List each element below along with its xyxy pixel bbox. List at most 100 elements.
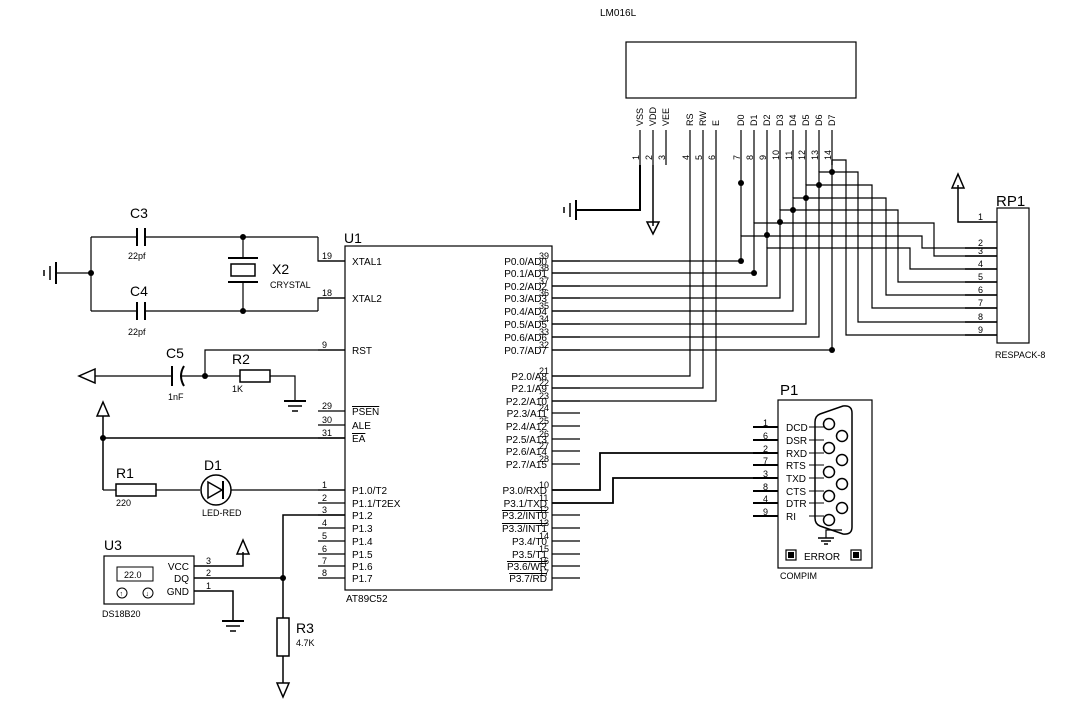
svg-text:↓: ↓ bbox=[146, 591, 150, 598]
mcu-pin-number: 30 bbox=[322, 415, 332, 425]
p1-pin-number: 1 bbox=[763, 418, 768, 428]
mcu-pin-name: P2.2/A10 bbox=[506, 397, 548, 408]
p1-pin-number: 4 bbox=[763, 494, 768, 504]
mcu-pin-number: 29 bbox=[322, 401, 332, 411]
db9-pin bbox=[822, 441, 836, 455]
mcu-pin-name: P0.6/AD6 bbox=[504, 333, 547, 344]
p1-pin-number: 2 bbox=[763, 444, 768, 454]
mcu-pin-name: P0.3/AD3 bbox=[504, 294, 547, 305]
lcd-control-wiring bbox=[552, 165, 717, 402]
u3-display: 22.0 bbox=[124, 570, 142, 580]
rp1-pin-number: 3 bbox=[978, 246, 983, 256]
lcd-pin-name: RS bbox=[685, 113, 695, 126]
mcu-pin-name: P2.4/A12 bbox=[506, 422, 548, 433]
mcu-pin-number: 13 bbox=[539, 518, 549, 528]
mcu-pin-number: 24 bbox=[539, 403, 549, 413]
rp1-pin-number: 6 bbox=[978, 285, 983, 295]
p1-pin-number: 6 bbox=[763, 431, 768, 441]
lcd-display-body bbox=[625, 41, 857, 99]
mcu-pin-number: 9 bbox=[322, 340, 327, 350]
mcu-body bbox=[344, 245, 553, 591]
mcu-pin-name: P1.7 bbox=[352, 574, 373, 585]
u3-ref: U3 bbox=[104, 537, 122, 553]
p1-pin-name: RTS bbox=[786, 461, 806, 472]
r3-ref: R3 bbox=[296, 620, 314, 636]
lcd-pin-name: D7 bbox=[827, 114, 837, 126]
lcd-pin-number: 5 bbox=[694, 155, 704, 160]
p1-pin-number: 3 bbox=[763, 469, 768, 479]
mcu-pin-number: 16 bbox=[539, 556, 549, 566]
mcu-pin-number: 33 bbox=[539, 327, 549, 337]
db9-pin bbox=[822, 513, 836, 527]
mcu-pin-number: 39 bbox=[539, 251, 549, 261]
mcu-pin-number: 17 bbox=[539, 568, 549, 578]
mcu-pin-number: 3 bbox=[322, 505, 327, 515]
mcu-pin-number: 27 bbox=[539, 441, 549, 451]
c4-value: 22pf bbox=[128, 327, 146, 337]
lcd-pin-number: 14 bbox=[823, 150, 833, 160]
mcu-pin-number: 15 bbox=[539, 544, 549, 554]
lcd-pin-name: D5 bbox=[801, 114, 811, 126]
mcu-pin-name: P2.0/A8 bbox=[511, 372, 547, 383]
lcd-pin-name: D0 bbox=[736, 114, 746, 126]
r2-value: 1K bbox=[232, 384, 243, 394]
c4-ref: C4 bbox=[130, 283, 148, 299]
lcd-lm016l: LM016L VSS1VDD2VEE3RS4RW5E6D07D18D29D310… bbox=[600, 8, 857, 165]
mcu-pin-number: 34 bbox=[539, 314, 549, 324]
r1-value: 220 bbox=[116, 498, 131, 508]
mcu-pin-number: 36 bbox=[539, 288, 549, 298]
mcu-pin-number: 31 bbox=[322, 428, 332, 438]
lcd-pins: VSS1VDD2VEE3RS4RW5E6D07D18D29D310D411D51… bbox=[631, 106, 837, 165]
p1-pin-name: DCD bbox=[786, 423, 808, 434]
reset-circuit: C5 1nF R2 1K bbox=[77, 345, 345, 412]
p1-body bbox=[777, 399, 873, 569]
mcu-pin-number: 26 bbox=[539, 429, 549, 439]
db9-pin bbox=[822, 489, 836, 503]
p1-pin-number: 7 bbox=[763, 456, 768, 466]
mcu-pin-name: XTAL1 bbox=[352, 257, 382, 268]
serial-wiring bbox=[552, 452, 763, 504]
p1-pin-number: 9 bbox=[763, 507, 768, 517]
lcd-pin-number: 10 bbox=[771, 150, 781, 160]
mcu-pin-name: P3.0/RXD bbox=[503, 486, 547, 497]
mcu-pin-number: 4 bbox=[322, 518, 327, 528]
mcu-part: AT89C52 bbox=[346, 594, 388, 605]
lcd-pin-name: VEE bbox=[661, 108, 671, 126]
ea-led-circuit: R1 220 D1 LED-RED bbox=[95, 400, 345, 518]
mcu-pin-name: P0.0/AD0 bbox=[504, 257, 547, 268]
mcu-pin-name: RST bbox=[352, 346, 372, 357]
mcu-pin-number: 6 bbox=[322, 544, 327, 554]
db9-pins bbox=[822, 417, 849, 527]
lcd-pin-name: D6 bbox=[814, 114, 824, 126]
mcu-pin-number: 11 bbox=[539, 493, 548, 503]
mcu-pin-number: 8 bbox=[322, 568, 327, 578]
mcu-pin-name: P3.6/WR bbox=[507, 562, 547, 573]
lcd-pin-name: VDD bbox=[648, 106, 658, 126]
crystal-circuit: C3 22pf C4 22pf X2 CRYSTAL bbox=[43, 205, 345, 337]
lcd-pin-number: 2 bbox=[644, 155, 654, 160]
mcu-pin-name: XTAL2 bbox=[352, 294, 382, 305]
p1-pin-name: RXD bbox=[786, 449, 807, 460]
mcu-pin-number: 35 bbox=[539, 301, 549, 311]
mcu-pin-name: P2.5/A13 bbox=[506, 435, 548, 446]
r3-value: 4.7K bbox=[296, 638, 315, 648]
c3-value: 22pf bbox=[128, 251, 146, 261]
lcd-pin-number: 6 bbox=[707, 155, 717, 160]
u3-pin-name: GND bbox=[167, 587, 189, 598]
mcu-pin-number: 25 bbox=[539, 416, 549, 426]
p1-error-label: ERROR bbox=[804, 552, 840, 563]
db9-pin bbox=[835, 429, 849, 443]
lcd-pin-number: 13 bbox=[810, 150, 820, 160]
mcu-pin-name: P1.3 bbox=[352, 524, 373, 535]
mcu-pin-number: 19 bbox=[322, 251, 332, 261]
rp1-pin-number: 1 bbox=[978, 212, 983, 222]
p1-part: COMPIM bbox=[780, 571, 817, 581]
mcu-pin-name: P1.4 bbox=[352, 537, 373, 548]
mcu-pin-name: EA bbox=[352, 434, 366, 445]
mcu-pin-name: P1.2 bbox=[352, 511, 373, 522]
lcd-pin-name: VSS bbox=[635, 108, 645, 126]
db9-pin bbox=[835, 453, 849, 467]
mcu-pin-name: P1.0/T2 bbox=[352, 486, 387, 497]
